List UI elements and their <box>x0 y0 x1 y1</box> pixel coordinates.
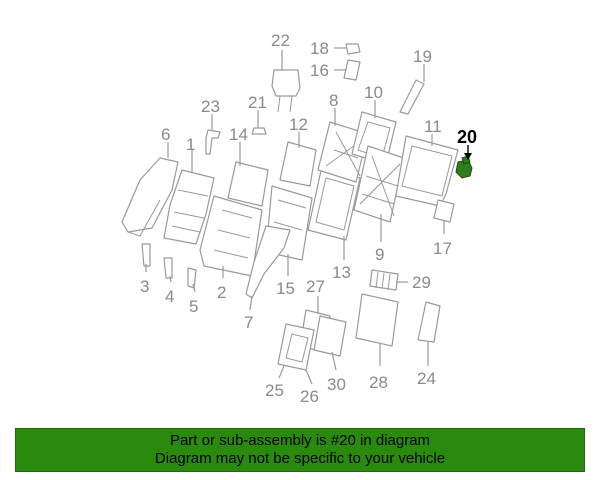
part-23-shape <box>205 129 221 155</box>
label-part-6: 6 <box>161 125 170 144</box>
label-part-22: 22 <box>271 31 290 50</box>
label-part-9: 9 <box>375 245 384 264</box>
part-29-shape <box>369 269 399 291</box>
label-part-15: 15 <box>276 279 295 298</box>
part-14-shape <box>227 161 269 207</box>
leader-20 <box>464 145 472 160</box>
label-part-19: 19 <box>413 47 432 66</box>
banner-line-2: Diagram may not be specific to your vehi… <box>154 450 446 467</box>
label-part-5: 5 <box>189 297 198 316</box>
label-part-29: 29 <box>412 273 431 292</box>
label-part-8: 8 <box>329 91 338 110</box>
part-28-shape <box>355 293 399 347</box>
label-part-23: 23 <box>201 97 220 116</box>
label-part-13: 13 <box>332 263 351 282</box>
label-part-28: 28 <box>369 373 388 392</box>
banner-line-1: Part or sub-assembly is #20 in diagram <box>169 432 431 449</box>
label-part-2: 2 <box>217 283 226 302</box>
label-part-14: 14 <box>229 125 248 144</box>
part-9-shape <box>353 145 405 223</box>
part-16-shape <box>343 59 361 81</box>
label-part-4: 4 <box>165 287 174 306</box>
label-part-18: 18 <box>310 39 329 58</box>
part-19-shape <box>399 79 425 115</box>
part-12-shape <box>279 141 317 187</box>
label-part-27: 27 <box>306 277 325 296</box>
leader-lines <box>145 47 445 385</box>
label-part-3: 3 <box>140 277 149 296</box>
label-part-11: 11 <box>424 117 442 136</box>
label-part-21: 21 <box>248 93 267 112</box>
part-7-shape <box>245 225 291 299</box>
part-25-shape <box>277 323 315 371</box>
label-part-17: 17 <box>433 239 452 258</box>
label-part-16: 16 <box>310 61 329 80</box>
part-30-shape <box>313 315 347 357</box>
part-13-shape <box>307 165 361 241</box>
part-1-shape <box>163 169 215 245</box>
part-22-shape <box>271 69 301 113</box>
part-20-highlight <box>455 155 473 179</box>
label-part-24: 24 <box>417 369 436 388</box>
label-part-7: 7 <box>244 313 253 332</box>
label-part-1: 1 <box>186 135 195 154</box>
part-5-shape <box>187 267 197 289</box>
part-6-shape <box>121 157 179 237</box>
part-21-shape <box>251 127 267 135</box>
part-3-shape <box>141 243 151 267</box>
label-part-12: 12 <box>289 115 308 134</box>
part-18-shape <box>345 43 361 55</box>
info-banner: Part or sub-assembly is #20 in diagram D… <box>15 428 585 472</box>
label-part-10: 10 <box>364 83 383 102</box>
part-2-shape <box>199 195 263 277</box>
part-4-shape <box>163 257 173 279</box>
part-11-shape <box>395 135 459 207</box>
label-part-20: 20 <box>457 127 477 147</box>
part-17-shape <box>433 199 455 223</box>
part-24-shape <box>417 301 441 343</box>
label-part-30: 30 <box>327 375 346 394</box>
label-part-26: 26 <box>300 387 319 406</box>
label-part-25: 25 <box>265 381 284 400</box>
